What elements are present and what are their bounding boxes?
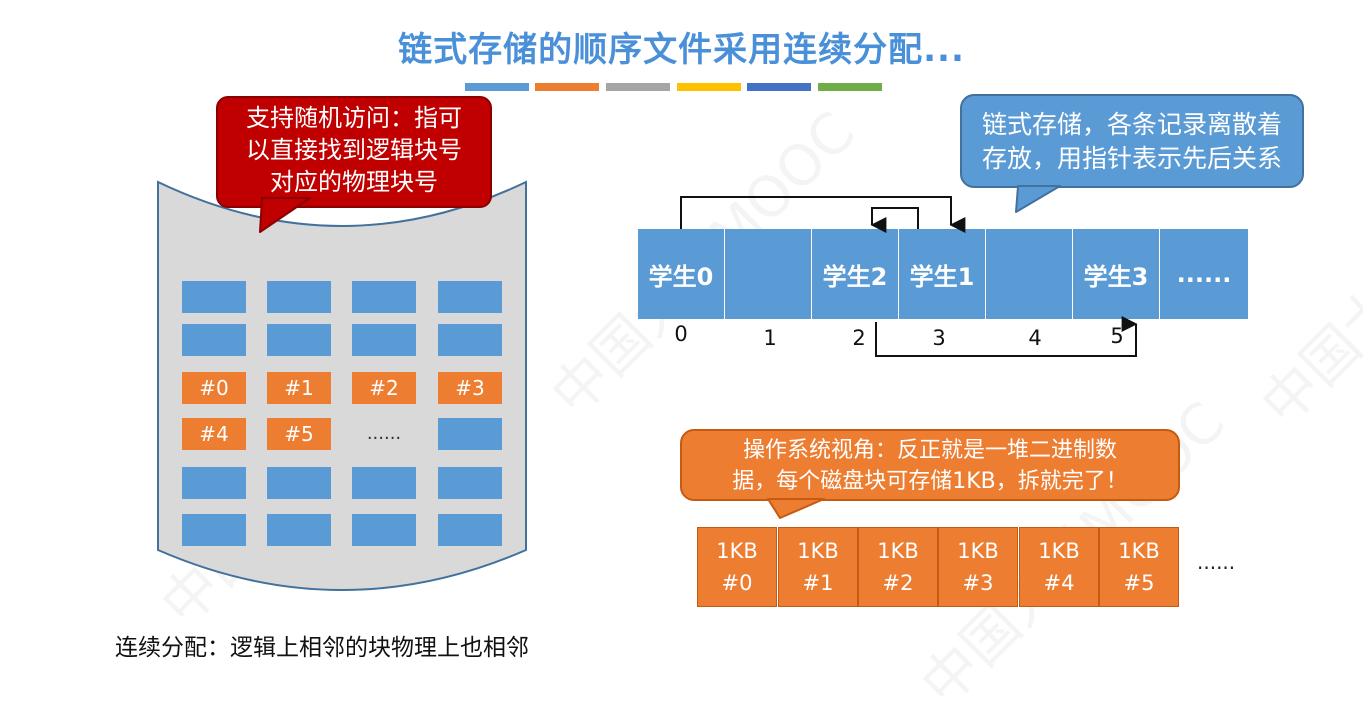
- disk-block: #2: [352, 372, 416, 404]
- callout-orange-tail: [767, 498, 825, 519]
- kb-block-2: 1KB #2: [858, 527, 938, 607]
- disk-block: [267, 324, 331, 356]
- arrow-record1-to-record2: [870, 207, 919, 233]
- record-index-2: 2: [852, 326, 866, 350]
- disk-block: #5: [267, 418, 331, 450]
- kb-block-1: 1KB #1: [778, 527, 858, 607]
- kb-block-id: #0: [721, 571, 753, 595]
- color-bar-1: [465, 83, 529, 91]
- record-cell-4: [986, 229, 1073, 319]
- record-cell-2: 学生2: [812, 229, 899, 319]
- kb-block-id: #2: [882, 571, 914, 595]
- record-cell-3: 学生1: [899, 229, 986, 319]
- callout-os-view-line: 据，每个磁盘块可存储1KB，拆就完了！: [732, 469, 1128, 494]
- kb-block-3: 1KB #3: [938, 527, 1018, 607]
- kb-block-size: 1KB: [1038, 539, 1080, 563]
- kb-block-4: 1KB #4: [1019, 527, 1099, 607]
- record-index-1: 1: [763, 326, 777, 350]
- color-bar-4: [677, 83, 741, 91]
- record-index-4: 4: [1028, 326, 1042, 350]
- callout-os-view-line: 操作系统视角：反正就是一堆二进制数: [742, 438, 1117, 463]
- kb-block-id: #3: [962, 571, 994, 595]
- callout-linked-storage: 链式存储，各条记录离散着 存放，用指针表示先后关系: [960, 94, 1304, 188]
- disk-block: #1: [267, 372, 331, 404]
- kb-block-id: #5: [1123, 571, 1155, 595]
- kb-block-size: 1KB: [797, 539, 839, 563]
- callout-random-access-line: 以直接找到逻辑块号: [246, 136, 462, 164]
- disk-block: [182, 324, 246, 356]
- disk-block: ......: [366, 423, 402, 444]
- color-bar-3: [606, 83, 670, 91]
- disk-block: [182, 467, 246, 499]
- callout-blue-tail: [1015, 185, 1061, 213]
- kb-block-size: 1KB: [877, 539, 919, 563]
- page-title: 链式存储的顺序文件采用连续分配...: [398, 30, 965, 70]
- record-cell-more: ......: [1160, 229, 1248, 319]
- kb-block-5: 1KB #5: [1099, 527, 1179, 607]
- callout-linked-storage-line: 链式存储，各条记录离散着: [981, 110, 1282, 139]
- callout-random-access-line: 对应的物理块号: [270, 168, 438, 196]
- record-cell-0: 学生0: [638, 229, 725, 319]
- kb-block-more: ......: [1197, 550, 1236, 574]
- record-cell-5: 学生3: [1073, 229, 1160, 319]
- disk-block: [438, 418, 502, 450]
- disk-block: [182, 514, 246, 546]
- record-index-0: 0: [674, 322, 688, 346]
- disk-block: [267, 467, 331, 499]
- disk-block: [352, 324, 416, 356]
- disk-block: [438, 324, 502, 356]
- record-index-5: 5: [1110, 324, 1124, 348]
- kb-block-id: #1: [802, 571, 834, 595]
- disk-block: [438, 514, 502, 546]
- callout-linked-storage-line: 存放，用指针表示先后关系: [981, 144, 1282, 173]
- kb-block-id: #4: [1043, 571, 1075, 595]
- disk-block: [438, 467, 502, 499]
- arrow-record2-to-record3: [875, 316, 1138, 357]
- disk-block: [438, 281, 502, 313]
- disk-block: [267, 281, 331, 313]
- record-index-3: 3: [932, 326, 946, 350]
- kb-block-size: 1KB: [1118, 539, 1160, 563]
- color-bar-2: [535, 83, 599, 91]
- kb-block-0: 1KB #0: [697, 527, 777, 607]
- disk-block: #3: [438, 372, 502, 404]
- kb-block-size: 1KB: [716, 539, 758, 563]
- record-cell-1: [725, 229, 812, 319]
- callout-os-view: 操作系统视角：反正就是一堆二进制数 据，每个磁盘块可存储1KB，拆就完了！: [680, 429, 1180, 501]
- disk-block: #4: [182, 418, 246, 450]
- disk-block: #0: [182, 372, 246, 404]
- color-bar-6: [818, 83, 882, 91]
- disk-block: [352, 467, 416, 499]
- callout-random-access-line: 支持随机访问：指可: [246, 104, 462, 132]
- callout-random-access: 支持随机访问：指可 以直接找到逻辑块号 对应的物理块号: [216, 96, 492, 208]
- disk-block: [352, 281, 416, 313]
- disk-block: [352, 514, 416, 546]
- arrow-record0-to-record1: [680, 196, 966, 233]
- disk-block: [267, 514, 331, 546]
- disk-block: [182, 281, 246, 313]
- bottom-note: 连续分配：逻辑上相邻的块物理上也相邻: [115, 635, 529, 661]
- color-bar-5: [747, 83, 811, 91]
- kb-block-size: 1KB: [957, 539, 999, 563]
